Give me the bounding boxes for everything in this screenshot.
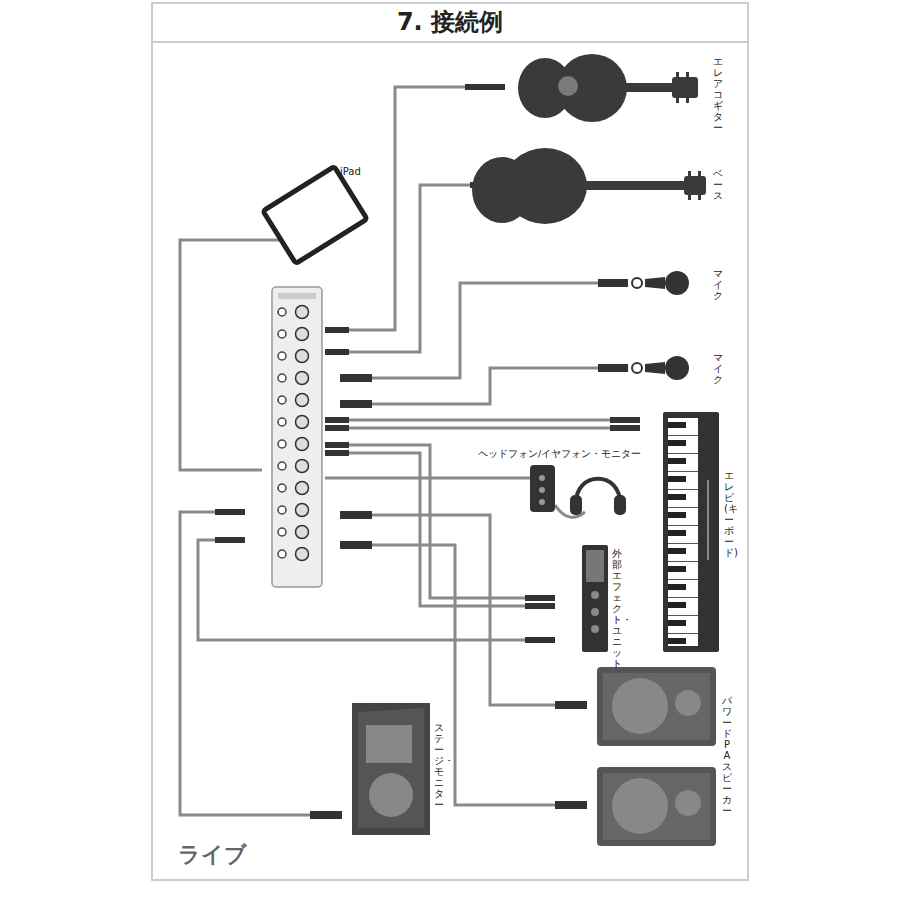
mixer-knob <box>278 308 286 316</box>
label-text: マイク <box>713 352 723 385</box>
label-text: エレピ(キーボード) <box>724 470 734 558</box>
device-label: ヘッドフォン/イヤフォン・モニター <box>478 448 641 461</box>
mixer-knob <box>278 506 286 514</box>
mixer-socket <box>296 372 309 385</box>
bass-icon <box>472 148 706 224</box>
device-label: マイク <box>713 268 723 301</box>
label-text: iPad <box>340 166 361 177</box>
mixer-knob <box>278 528 286 536</box>
mixer-socket <box>296 482 309 495</box>
mixer-icon <box>272 287 322 587</box>
mixer-knob <box>278 462 286 470</box>
label-text: ベース <box>713 168 723 201</box>
mixer-socket <box>296 328 309 341</box>
label-text: エレアコギター <box>713 56 723 133</box>
mixer-socket <box>296 306 309 319</box>
pa-speaker-icons <box>597 667 716 846</box>
device-label: ステージ・モニター <box>434 722 444 810</box>
mixer-socket <box>296 548 309 561</box>
mixer-socket <box>296 416 309 429</box>
mixer-socket <box>296 460 309 473</box>
device-label: iPad <box>340 166 361 177</box>
mixer-knob <box>278 484 286 492</box>
frame <box>152 3 748 880</box>
stage-monitor-icon <box>352 703 430 835</box>
title-rule <box>152 41 748 43</box>
title: 7. 接続例 <box>152 6 748 38</box>
mixer-knob <box>278 550 286 558</box>
label-text: ステージ・モニター <box>434 722 444 810</box>
mixer-knob <box>278 440 286 448</box>
device-label: ベース <box>713 168 723 201</box>
caption: ライブ <box>178 840 247 870</box>
microphone-icons <box>632 271 689 380</box>
label-text: 外部エフェクト・ユニット <box>612 548 622 669</box>
ipad-icon <box>263 166 367 263</box>
label-text: ヘッドフォン/イヤフォン・モニター <box>478 448 641 459</box>
mixer-knob <box>278 374 286 382</box>
mixer-knob <box>278 396 286 404</box>
device-label: パワードPAスピーカー <box>722 695 732 816</box>
mixer-knob <box>278 418 286 426</box>
keyboard-icon <box>663 412 719 652</box>
mixer-socket <box>296 526 309 539</box>
mixer-socket <box>296 394 309 407</box>
mixer-knob <box>278 352 286 360</box>
device-label: エレアコギター <box>713 56 723 133</box>
mixer-knob <box>278 330 286 338</box>
label-text: パワードPAスピーカー <box>722 695 732 816</box>
guitar-icon <box>518 54 698 122</box>
label-text: マイク <box>713 268 723 301</box>
mixer-socket <box>296 350 309 363</box>
mixer-socket <box>296 504 309 517</box>
effect-unit-icon <box>582 545 608 652</box>
device-label: エレピ(キーボード) <box>724 470 734 558</box>
mixer-socket <box>296 438 309 451</box>
device-label: マイク <box>713 352 723 385</box>
device-label: 外部エフェクト・ユニット <box>612 548 622 669</box>
headphone-amp-icon <box>530 465 626 515</box>
